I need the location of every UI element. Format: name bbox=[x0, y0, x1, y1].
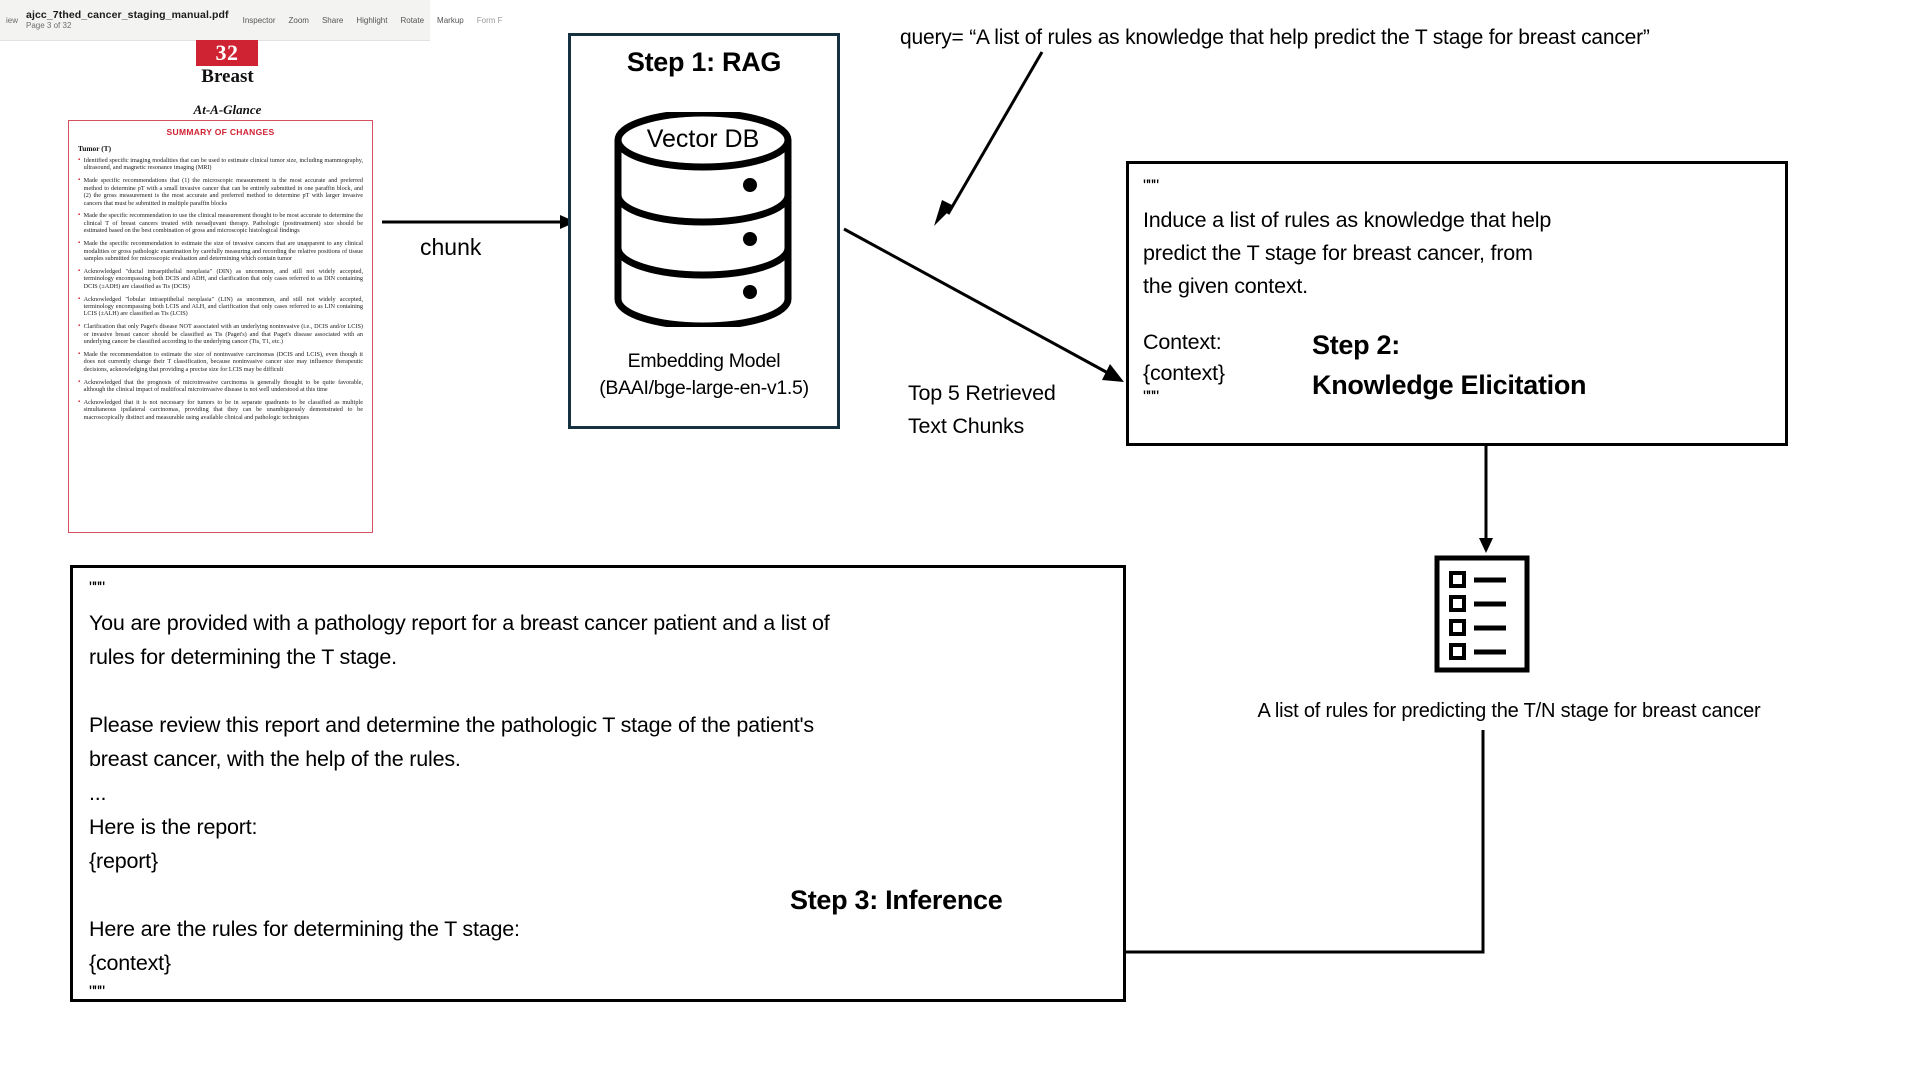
bullet-icon: ▪ bbox=[78, 378, 81, 385]
bullet-icon: ▪ bbox=[78, 295, 81, 302]
summary-item-text: Clarification that only Paget's disease … bbox=[83, 323, 363, 346]
step2-prompt-text: Induce a list of rules as knowledge that… bbox=[1143, 208, 1552, 298]
svg-text:Vector DB: Vector DB bbox=[647, 125, 760, 153]
query-arrow-icon bbox=[934, 51, 1044, 226]
summary-item: ▪Clarification that only Paget's disease… bbox=[78, 323, 363, 345]
step3-inference-box: """ You are provided with a pathology re… bbox=[70, 565, 1126, 1002]
pdf-page-indicator: Page 3 of 32 bbox=[26, 21, 72, 30]
summary-of-changes-box: SUMMARY OF CHANGES Tumor (T) ▪Identified… bbox=[68, 120, 373, 533]
summary-item: ▪Acknowledged that the prognosis of micr… bbox=[78, 379, 363, 394]
step1-title: Step 1: RAG bbox=[626, 47, 782, 77]
summary-item: ▪Made the recommendation to estimate the… bbox=[78, 351, 363, 373]
summary-item: ▪Identified specific imaging modalities … bbox=[78, 157, 363, 172]
step3-quote-close: """ bbox=[89, 982, 105, 1001]
bullet-icon: ▪ bbox=[78, 267, 81, 274]
summary-item-text: Made the specific recommendation to esti… bbox=[83, 240, 363, 262]
step3-quote-open: """ bbox=[89, 578, 105, 597]
pdf-file-name: ajcc_7thed_cancer_staging_manual.pdf bbox=[26, 9, 229, 21]
step2-to-rules-arrow-icon bbox=[1479, 446, 1493, 553]
summary-item-text: Made the recommendation to estimate the … bbox=[83, 351, 363, 373]
query-text: query= “A list of rules as knowledge tha… bbox=[900, 26, 1650, 49]
toolbar-item-inspector[interactable]: Inspector bbox=[242, 15, 276, 25]
chunk-label: chunk bbox=[420, 234, 482, 260]
toolbar-item-rotate[interactable]: Rotate bbox=[400, 15, 425, 25]
bullet-icon: ▪ bbox=[78, 157, 81, 163]
step3-prompt-text: You are provided with a pathology report… bbox=[89, 611, 830, 975]
summary-item: ▪Made the specific recommendation to est… bbox=[78, 240, 363, 262]
summary-item: ▪Made specific recommendations that (1) … bbox=[78, 177, 363, 207]
summary-section-label: Tumor (T) bbox=[78, 144, 112, 153]
bullet-icon: ▪ bbox=[78, 240, 81, 247]
bullet-icon: ▪ bbox=[78, 177, 81, 184]
pdf-viewer-toolbar: iew ajcc_7thed_cancer_staging_manual.pdf… bbox=[0, 0, 503, 41]
vector-db-icon: Vector DB bbox=[614, 112, 792, 327]
step3-heading: Step 3: Inference bbox=[790, 885, 1003, 915]
toolbar-item-zoom[interactable]: Zoom bbox=[288, 15, 309, 25]
chapter-number-badge: 32 bbox=[196, 40, 258, 66]
summary-item: ▪Made the specific recommendation to use… bbox=[78, 212, 363, 234]
summary-item-text: Identified specific imaging modalities t… bbox=[83, 157, 363, 172]
chapter-title: Breast bbox=[201, 66, 254, 87]
pdf-toolbar-menu: Inspector Zoom Share Highlight Rotate Ma… bbox=[243, 16, 503, 25]
toolbar-item-share[interactable]: Share bbox=[321, 15, 344, 25]
step2-context-placeholder: Context: {context} bbox=[1143, 330, 1225, 385]
bullet-icon: ▪ bbox=[78, 399, 81, 406]
top5-retrieved-label: Top 5 Retrieved Text Chunks bbox=[908, 381, 1056, 438]
step2-heading: Step 2: Knowledge Elicitation bbox=[1312, 330, 1587, 400]
summary-item-list: ▪Identified specific imaging modalities … bbox=[78, 157, 363, 421]
retrieved-chunks-arrow-icon bbox=[843, 227, 1124, 382]
summary-heading: SUMMARY OF CHANGES bbox=[166, 127, 275, 137]
pdf-file-info: ajcc_7thed_cancer_staging_manual.pdf Pag… bbox=[26, 9, 229, 31]
rules-list-icon bbox=[1434, 555, 1530, 673]
bullet-icon: ▪ bbox=[78, 323, 81, 330]
toolbar-item-form-fill[interactable]: Form F bbox=[476, 15, 503, 25]
summary-item: ▪Acknowledged "ductal intraepithelial ne… bbox=[78, 268, 363, 290]
pdf-toolbar-left: iew ajcc_7thed_cancer_staging_manual.pdf… bbox=[0, 9, 229, 31]
summary-item: ▪Acknowledged "lobular intraepithelial n… bbox=[78, 296, 363, 318]
summary-item: ▪Acknowledged that it is not necessary f… bbox=[78, 399, 363, 421]
toolbar-item-markup[interactable]: Markup bbox=[437, 15, 464, 25]
summary-item-text: Acknowledged that it is not necessary fo… bbox=[83, 399, 363, 421]
view-menu-label[interactable]: iew bbox=[6, 15, 19, 25]
summary-item-text: Acknowledged that the prognosis of micro… bbox=[83, 378, 363, 394]
toolbar-item-highlight[interactable]: Highlight bbox=[356, 15, 388, 25]
embedding-model-caption: Embedding Model (BAAI/bge-large-en-v1.5) bbox=[599, 350, 809, 399]
summary-item-text: Acknowledged "lobular intraepithelial ne… bbox=[83, 295, 363, 318]
summary-item-text: Made specific recommendations that (1) t… bbox=[83, 177, 363, 207]
summary-item-text: Made the specific recommendation to use … bbox=[83, 212, 363, 235]
bullet-icon: ▪ bbox=[78, 351, 81, 358]
bullet-icon: ▪ bbox=[78, 212, 81, 219]
chunk-arrow-icon bbox=[382, 215, 576, 229]
rules-output-caption: A list of rules for predicting the T/N s… bbox=[1257, 700, 1761, 722]
step2-quote-open: """ bbox=[1143, 176, 1159, 195]
at-a-glance-label: At-A-Glance bbox=[193, 102, 262, 117]
summary-item-text: Acknowledged "ductal intraepithelial neo… bbox=[83, 267, 363, 290]
step2-quote-close: """ bbox=[1143, 387, 1159, 406]
step2-knowledge-elicitation-box: """ Induce a list of rules as knowledge … bbox=[1126, 161, 1788, 446]
